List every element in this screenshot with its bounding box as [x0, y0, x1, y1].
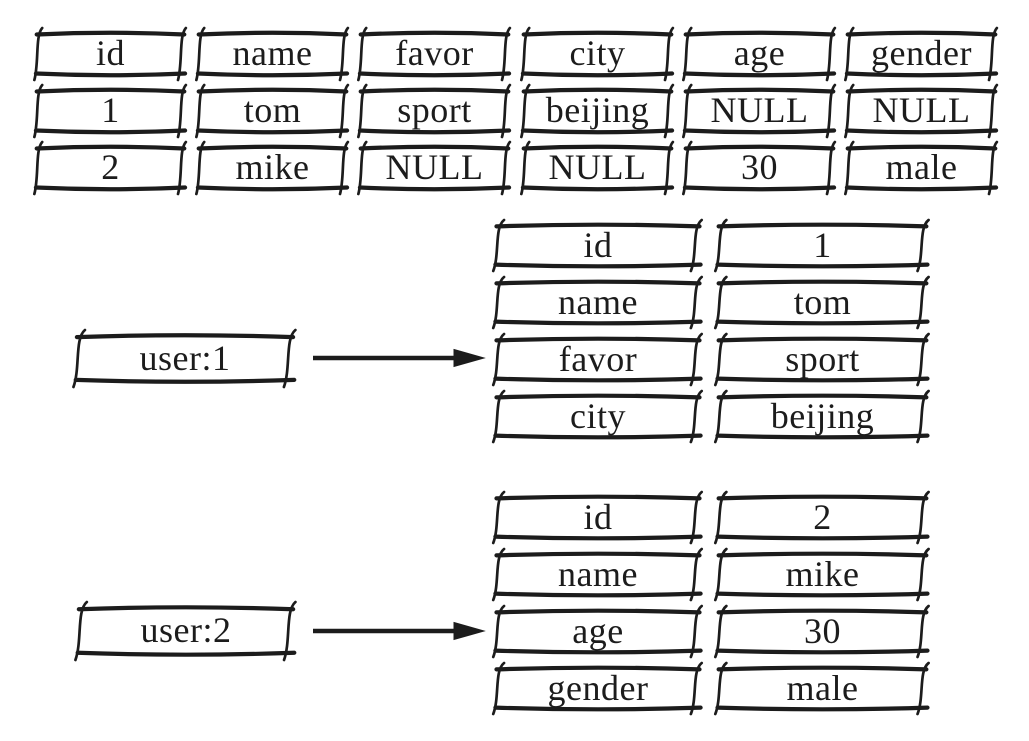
hash1-value-name: tom — [712, 277, 933, 328]
row1-cell-favor: sport — [356, 85, 513, 137]
hash2-value-age-label: 30 — [804, 610, 841, 651]
hash1-value-name-label: tom — [793, 281, 852, 322]
row2-cell-name: mike — [194, 142, 351, 194]
hash2-field-gender-label: gender — [547, 667, 649, 708]
row1-cell-city: beijing — [519, 85, 676, 137]
row1-id: 1 — [101, 90, 120, 130]
hash2-value-gender: male — [712, 663, 933, 714]
row1-age: NULL — [710, 90, 809, 130]
header-label-favor: favor — [395, 33, 474, 73]
row2-cell-id: 2 — [32, 142, 189, 194]
arrow-user2-to-hash — [313, 621, 486, 641]
hash2-field-age-label: age — [572, 610, 624, 651]
row1-favor: sport — [397, 90, 472, 130]
hash1-field-name: name — [490, 277, 706, 328]
header-cell-age: age — [681, 28, 838, 80]
redis-key-box-user1: user:1 — [70, 330, 300, 387]
hash2-field-id-label: id — [583, 496, 613, 537]
hash2-value-age: 30 — [712, 606, 933, 657]
header-label-id: id — [95, 33, 125, 73]
hash2-field-name-label: name — [558, 553, 638, 594]
hash1-value-city-label: beijing — [770, 395, 875, 436]
hash2-value-name-label: mike — [785, 553, 860, 594]
header-cell-favor: favor — [356, 28, 513, 80]
row1-cell-age: NULL — [681, 85, 838, 137]
hash2-field-name: name — [490, 549, 706, 600]
redis-key-user1: user:1 — [139, 337, 231, 378]
header-cell-gender: gender — [843, 28, 1000, 80]
row1-cell-gender: NULL — [843, 85, 1000, 137]
hash2-value-id: 2 — [712, 492, 933, 543]
header-label-gender: gender — [871, 33, 972, 73]
hash1-value-city: beijing — [712, 391, 933, 442]
hash1-field-id-label: id — [583, 224, 613, 265]
row2-city: NULL — [548, 147, 647, 187]
hash1-field-favor-label: favor — [558, 338, 638, 379]
header-label-age: age — [733, 33, 786, 73]
row1-gender: NULL — [872, 90, 971, 130]
hash1-value-id-label: 1 — [813, 224, 832, 265]
row2-cell-favor: NULL — [356, 142, 513, 194]
hash1-field-id: id — [490, 220, 706, 271]
row2-name: mike — [235, 147, 310, 187]
header-cell-name: name — [194, 28, 351, 80]
hash1-field-favor: favor — [490, 334, 706, 385]
header-cell-id: id — [32, 28, 189, 80]
hash1-field-name-label: name — [558, 281, 638, 322]
row1-cell-name: tom — [194, 85, 351, 137]
hash2-field-id: id — [490, 492, 706, 543]
row2-favor: NULL — [385, 147, 484, 187]
row2-cell-city: NULL — [519, 142, 676, 194]
header-label-name: name — [232, 33, 313, 73]
hash2-value-id-label: 2 — [813, 496, 832, 537]
hash2-value-gender-label: male — [786, 667, 859, 708]
hash1-field-city-label: city — [570, 395, 626, 436]
row2-cell-gender: male — [843, 142, 1000, 194]
row1-city: beijing — [545, 90, 650, 130]
row2-cell-age: 30 — [681, 142, 838, 194]
hash1-value-favor: sport — [712, 334, 933, 385]
row2-age: 30 — [741, 147, 778, 187]
header-cell-city: city — [519, 28, 676, 80]
row2-gender: male — [885, 147, 958, 187]
hash2-field-age: age — [490, 606, 706, 657]
hash2-value-name: mike — [712, 549, 933, 600]
hash1-field-city: city — [490, 391, 706, 442]
redis-key-box-user2: user:2 — [72, 602, 300, 660]
hash1-value-favor-label: sport — [785, 338, 860, 379]
arrow-user1-to-hash — [313, 348, 486, 368]
hash1-value-id: 1 — [712, 220, 933, 271]
row2-id: 2 — [101, 147, 120, 187]
header-label-city: city — [569, 33, 626, 73]
row1-cell-id: 1 — [32, 85, 189, 137]
redis-key-user2: user:2 — [140, 610, 232, 650]
row1-name: tom — [243, 90, 302, 130]
hash2-field-gender: gender — [490, 663, 706, 714]
